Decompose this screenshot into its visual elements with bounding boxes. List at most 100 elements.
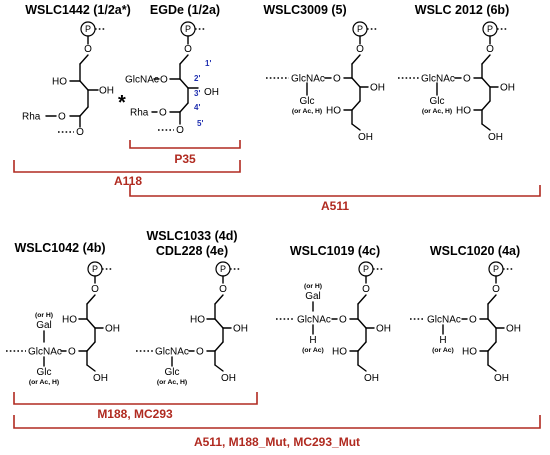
hydroxyl-label: OH	[204, 87, 219, 98]
strain-label-wslc1033: WSLC1033 (4d)	[147, 229, 238, 243]
antibody-label-m188: M188, MC293	[97, 407, 173, 421]
hydroxyl-label: OH	[506, 324, 521, 335]
strain-label-wslc1020: WSLC1020 (4a)	[430, 244, 520, 258]
oxygen-label: O	[362, 284, 370, 295]
glucose-label: Glc	[37, 367, 52, 378]
glcnac-label: GlcNAc	[125, 75, 159, 86]
phosphate-icon: P	[215, 261, 231, 277]
phosphate-icon: P	[358, 261, 374, 277]
asterisk-mark: *	[118, 92, 126, 114]
hydroxyl-label: HO	[326, 106, 341, 117]
position-3: 3'	[194, 89, 200, 98]
oxygen-label: O	[184, 44, 192, 55]
hydrogen-label: H	[439, 335, 446, 346]
antibody-bracket-m188: M188, MC293	[13, 392, 258, 421]
oxygen-label: O	[333, 74, 341, 85]
hydroxyl-label: HO	[456, 106, 471, 117]
hydroxyl-label: HO	[462, 347, 477, 358]
hydroxyl-label: HO	[190, 315, 205, 326]
antibody-label-a511-bottom: A511, M188_Mut, MC293_Mut	[194, 435, 360, 449]
glcnac-label: GlcNAc	[297, 315, 331, 326]
substituent-note: (or Ac, H)	[29, 379, 59, 386]
glcnac-label: GlcNAc	[155, 347, 189, 358]
phosphate-icon: P	[80, 21, 96, 37]
strain-label-egde: EGDe (1/2a)	[150, 3, 220, 17]
hydroxyl-label: OH	[376, 324, 391, 335]
oxygen-label: O	[492, 284, 500, 295]
substituent-note: (or Ac)	[432, 347, 454, 354]
structure-wslc1020: WSLC1020 (4a) P O OH OH HO O GlcNAc H (o…	[410, 244, 521, 384]
structure-wslc3009: WSLC3009 (5) P O OH OH HO O GlcNAc Glc (…	[263, 3, 385, 143]
glcnac-label: GlcNAc	[427, 315, 461, 326]
phosphate-letter: P	[92, 264, 98, 274]
structure-wslc1042: WSLC1042 (4b) P O OH HO OH O GlcNAc (or …	[6, 241, 120, 386]
phosphate-icon: P	[488, 261, 504, 277]
glcnac-label: GlcNAc	[421, 74, 455, 85]
galactose-label: Gal	[36, 320, 52, 331]
hydroxyl-label: OH	[221, 373, 236, 384]
substituent-note: (or Ac, H)	[422, 108, 452, 115]
phosphate-letter: P	[357, 24, 363, 34]
phosphate-letter: P	[487, 24, 493, 34]
hydroxyl-label: OH	[93, 373, 108, 384]
structure-wslc1019: WSLC1019 (4c) P O OH OH HO O GlcNAc (or …	[276, 244, 391, 384]
rhamnose-label: Rha	[130, 108, 149, 119]
substituent-note: (or Ac, H)	[157, 379, 187, 386]
antibody-label-a118: A118	[114, 174, 142, 188]
phosphate-icon: P	[180, 21, 196, 37]
antibody-bracket-a511-top: A511	[129, 185, 541, 213]
hydrogen-label: H	[309, 335, 316, 346]
oxygen-label: O	[76, 127, 84, 138]
strain-label-wslc1042: WSLC1042 (4b)	[15, 241, 106, 255]
hydroxyl-label: OH	[364, 373, 379, 384]
antibody-bracket-a118: A118	[13, 160, 241, 188]
hydroxyl-label: OH	[358, 132, 373, 143]
glcnac-label: GlcNAc	[28, 347, 62, 358]
antibody-bracket-p35: P35	[129, 140, 241, 166]
structure-egde: EGDe (1/2a) P O 1' 2' 3' 4' 5' O O GlcNA…	[118, 3, 220, 136]
phosphate-icon: P	[482, 21, 498, 37]
hydroxyl-label: HO	[332, 347, 347, 358]
phosphate-letter: P	[220, 264, 226, 274]
hydroxyl-label: OH	[105, 324, 120, 335]
antibody-bracket-a511-bottom: A511, M188_Mut, MC293_Mut	[13, 415, 541, 449]
oxygen-label: O	[486, 44, 494, 55]
substituent-note: (or Ac)	[302, 347, 324, 354]
phosphate-icon: P	[87, 261, 103, 277]
position-4: 4'	[194, 103, 200, 112]
position-2: 2'	[194, 74, 200, 83]
oxygen-label: O	[469, 315, 477, 326]
structure-wslc1033: WSLC1033 (4d) CDL228 (4e) P O OH HO OH O…	[136, 229, 248, 386]
hydroxyl-label: OH	[494, 373, 509, 384]
strain-label-wslc3009: WSLC3009 (5)	[263, 3, 346, 17]
strain-label-wslc1442: WSLC1442 (1/2a*)	[25, 3, 131, 17]
substituent-note: (or H)	[35, 312, 53, 319]
substituent-note: (or Ac, H)	[292, 108, 322, 115]
hydroxyl-label: OH	[370, 83, 385, 94]
oxygen-label: O	[84, 44, 92, 55]
glucose-label: Glc	[430, 96, 445, 107]
position-1: 1'	[205, 59, 211, 68]
position-5: 5'	[197, 119, 203, 128]
strain-label-wslc2012: WSLC 2012 (6b)	[415, 3, 509, 17]
hydroxyl-label: OH	[500, 83, 515, 94]
structure-wslc2012: WSLC 2012 (6b) P O OH OH HO O GlcNAc Glc…	[398, 3, 515, 143]
oxygen-label: O	[463, 74, 471, 85]
rhamnose-label: Rha	[22, 112, 41, 123]
oxygen-label: O	[159, 108, 167, 119]
phosphate-letter: P	[85, 24, 91, 34]
structure-wslc1442: WSLC1442 (1/2a*) P O O HO OH O Rha	[22, 3, 131, 138]
phosphate-letter: P	[363, 264, 369, 274]
antibody-label-p35: P35	[174, 152, 196, 166]
galactose-label: Gal	[305, 291, 321, 302]
oxygen-label: O	[339, 315, 347, 326]
antibody-label-a511-top: A511	[321, 199, 349, 213]
oxygen-label: O	[58, 112, 66, 123]
phosphate-letter: P	[185, 24, 191, 34]
hydroxyl-label: HO	[62, 315, 77, 326]
strain-label-cdl228: CDL228 (4e)	[156, 244, 228, 258]
oxygen-label: O	[176, 125, 184, 136]
glcnac-label: GlcNAc	[291, 74, 325, 85]
hydroxyl-label: HO	[52, 77, 67, 88]
